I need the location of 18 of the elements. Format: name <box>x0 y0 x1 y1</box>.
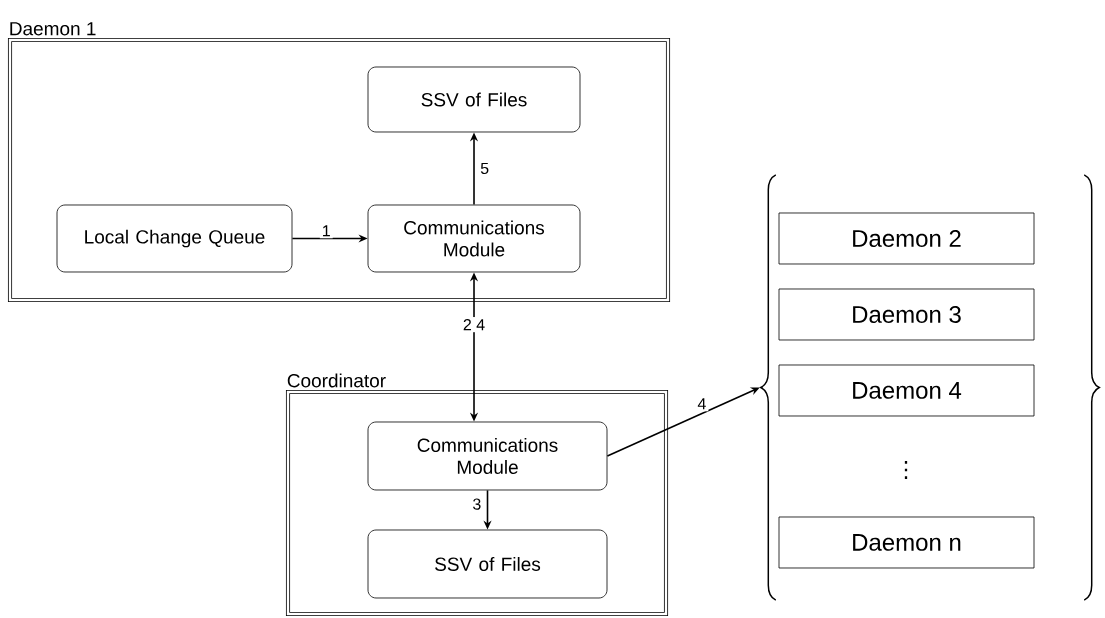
edge-label: 5 <box>478 160 492 177</box>
ellipsis: ⋮ <box>904 461 908 479</box>
brace-group <box>760 174 1100 601</box>
node-label: Coordinator <box>287 373 386 388</box>
edge-label: 4 <box>695 396 709 412</box>
daemon-box: Daemon 3 <box>778 288 1035 341</box>
daemon-box: Daemon 4 <box>778 364 1035 417</box>
module-box: SSV of Files <box>367 66 581 133</box>
edge-label: 3 <box>470 496 484 512</box>
module-box: Communications Module <box>367 421 608 491</box>
module-box: SSV of Files <box>367 529 608 599</box>
module-box: Local Change Queue <box>56 204 293 273</box>
node-label: Daemon 1 <box>10 22 96 36</box>
edge-label: 1 <box>319 223 333 239</box>
edge-label: 2 4 <box>460 317 488 333</box>
daemon-box: Daemon n <box>778 516 1035 569</box>
daemon-box: Daemon 2 <box>778 212 1035 265</box>
module-box: Communications Module <box>367 204 581 273</box>
